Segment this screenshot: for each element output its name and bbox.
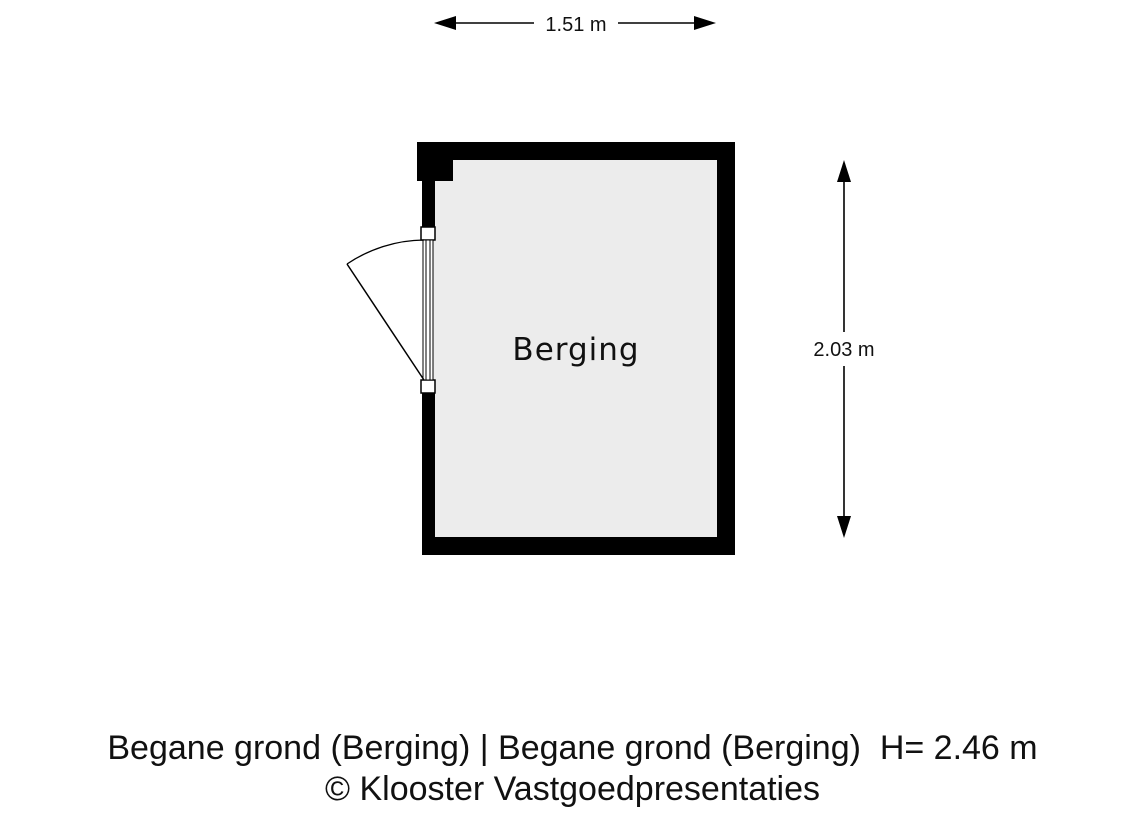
width-label: 1.51 m (545, 14, 606, 36)
door-leaf (346, 263, 425, 381)
height-arrow-down-icon (837, 516, 851, 538)
wall-left-lower (422, 393, 435, 555)
wall-top (417, 142, 735, 160)
room-berging (417, 142, 735, 555)
width-arrow-right-icon (694, 16, 716, 30)
room-label: Berging (512, 332, 639, 368)
door-frame-top (420, 226, 436, 241)
door-swing-arc (346, 239, 425, 265)
height-arrow-up-icon (837, 160, 851, 182)
caption-floor-info: Begane grond (Berging) | Begane grond (B… (107, 729, 1038, 767)
height-label: 2.03 m (813, 339, 874, 361)
door-opening (422, 239, 434, 381)
wall-bottom (422, 537, 735, 555)
door (346, 226, 436, 394)
caption-copyright: © Klooster Vastgoedpresentaties (324, 770, 821, 808)
door-frame-bottom (420, 379, 436, 394)
width-dimension: 1.51 m (434, 14, 716, 36)
width-arrow-left-icon (434, 16, 456, 30)
wall-corner-pier (417, 142, 453, 181)
room-floor (433, 159, 718, 539)
wall-right (717, 142, 735, 555)
height-dimension: 2.03 m (813, 160, 875, 538)
